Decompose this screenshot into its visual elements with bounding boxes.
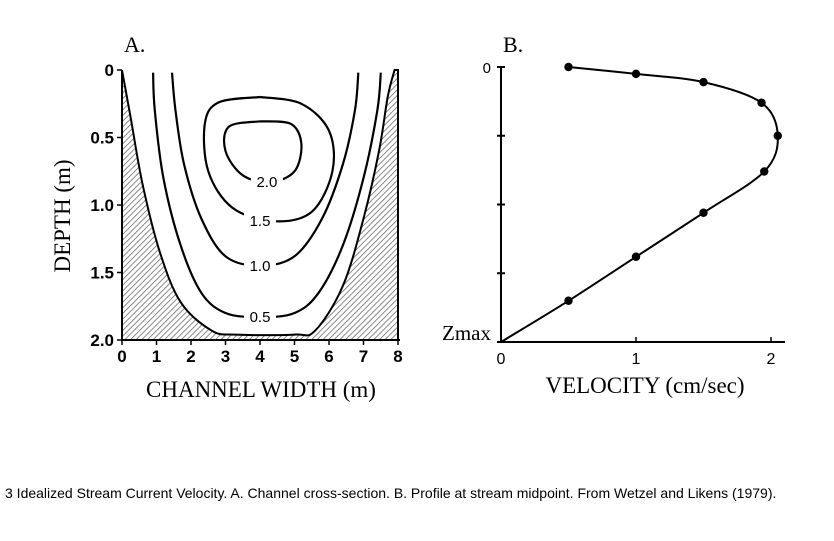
panel-a-y-tick-label: 1.0 <box>90 196 114 215</box>
velocity-point <box>631 252 641 261</box>
contour-label: 1.5 <box>250 213 271 230</box>
velocity-point <box>773 131 782 140</box>
figure-caption: 3 Idealized Stream Current Velocity. A. … <box>5 485 777 501</box>
contour-label-bg <box>244 308 276 327</box>
velocity-profile-line <box>500 66 779 343</box>
panel-a-x-axis-label: CHANNEL WIDTH (m) <box>146 377 376 402</box>
velocity-profile-points <box>564 62 782 305</box>
panel-a-x-tick-label: 0 <box>117 347 126 366</box>
panel-a-y-tick-label: 0.5 <box>90 129 114 148</box>
contour-label: 2.0 <box>256 174 277 191</box>
channel-bed-hatched <box>121 69 399 341</box>
panel-b-x-tick-label: 2 <box>767 351 776 368</box>
panel-a-y-tick-label: 0 <box>105 61 114 80</box>
contour-label-bg <box>244 256 276 275</box>
velocity-point <box>564 62 573 72</box>
panel-a-x-tick-label: 2 <box>186 347 195 366</box>
panel-a-x-tick-label: 3 <box>221 347 230 366</box>
velocity-point <box>699 208 708 217</box>
contour-label-bg <box>250 173 283 192</box>
panel-b-axes <box>500 67 785 343</box>
panel-b-x-tick-label: 1 <box>632 351 641 368</box>
panel-b-x-axis-label: VELOCITY (cm/sec) <box>545 373 744 398</box>
panel-b-x-tick-label: 0 <box>497 351 506 368</box>
velocity-point <box>757 98 766 107</box>
panel-a-label: A. <box>124 32 145 57</box>
velocity-contours: 0.5 1.0 1.5 2.0 <box>152 72 382 327</box>
panel-a-y-tick-label: 1.5 <box>90 264 114 283</box>
panel-b-y-tick-label: 0 <box>483 60 491 77</box>
contour-1-5 <box>202 95 336 223</box>
figure: A. 0.5 1.0 1.5 2.0 0 1 2 3 4 5 6 7 8 0 0.5 1.0 1.5 2.0 C… <box>50 32 785 402</box>
contour-1-0 <box>170 72 360 267</box>
panel-a-x-tick-label: 7 <box>359 347 368 366</box>
panel-a-x-tick-label: 1 <box>152 347 161 366</box>
panel-a-y-tick-label: 2.0 <box>90 331 114 350</box>
contour-label-bg <box>244 212 276 231</box>
velocity-point <box>760 167 769 176</box>
panel-a-x-tick-label: 8 <box>393 347 402 366</box>
velocity-point <box>631 69 641 79</box>
panel-a-y-axis-label: DEPTH (m) <box>50 159 75 272</box>
panel-b-label: B. <box>503 32 523 57</box>
velocity-point <box>564 296 573 305</box>
panel-a-x-tick-label: 6 <box>324 347 333 366</box>
panel-a-x-tick-label: 5 <box>290 347 299 366</box>
panel-a-x-tick-label: 4 <box>255 347 265 366</box>
contour-label: 1.0 <box>250 258 271 275</box>
panel-b-zmax-label: Zmax <box>442 321 491 345</box>
contour-label: 0.5 <box>250 309 271 326</box>
panel-a-contour-chart: A. 0.5 1.0 1.5 2.0 0 1 2 3 4 5 6 7 8 0 0.5 1.0 1.5 2.0 C… <box>50 32 403 402</box>
panel-a-tick-labels: 0 1 2 3 4 5 6 7 8 0 0.5 1.0 1.5 2.0 <box>90 61 402 366</box>
velocity-point <box>699 77 708 87</box>
